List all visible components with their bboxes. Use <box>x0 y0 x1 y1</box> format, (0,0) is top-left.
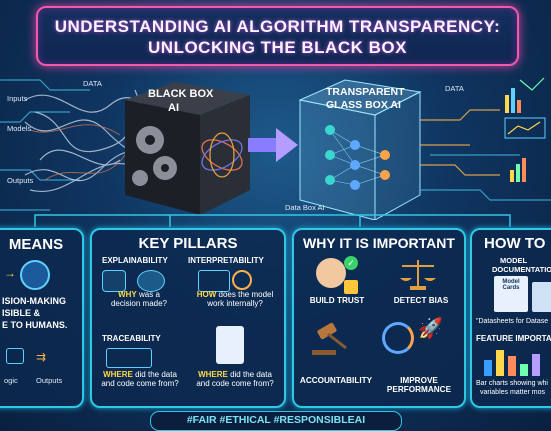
model-cards-document-icon: Model Cards <box>494 276 528 312</box>
why-important-title: WHY IT IS IMPORTANT <box>303 235 455 251</box>
how-to-panel: HOW TO MODEL DOCUMENTATION Model Cards "… <box>470 228 551 408</box>
data-right-label: DATA <box>445 84 464 93</box>
flow-icon <box>106 348 152 368</box>
model-doc-label-1: MODEL <box>500 256 528 265</box>
feature-bar-chart-icon <box>484 350 540 376</box>
means-outputs-label: Outputs <box>36 376 63 385</box>
right-circuit-lines <box>420 109 500 176</box>
scale-icon <box>398 256 438 292</box>
transparent-label: TRANSPARENT <box>326 86 405 98</box>
title-banner: UNDERSTANDING AI ALGORITHM TRANSPARENCY:… <box>36 6 519 66</box>
title-line-2: UNLOCKING THE BLACK BOX <box>148 38 407 57</box>
feature-importance-label: FEATURE IMPORTAN <box>476 334 551 343</box>
key-pillars-panel: KEY PILLARS EXPLAINABILITY INTERPRETABIL… <box>90 228 286 408</box>
mini-bar-chart-icon <box>505 77 545 113</box>
inputs-label: Inputs <box>7 94 28 103</box>
person-icon <box>316 258 346 288</box>
rocket-icon: 🚀 <box>418 318 443 340</box>
hashtags: #FAIR #ETHICAL #RESPONSIBLEAI <box>186 414 366 426</box>
brain-icon <box>137 270 165 292</box>
transformation-arrow <box>248 128 298 162</box>
title-line-1: UNDERSTANDING AI ALGORITHM TRANSPARENCY: <box>54 17 501 36</box>
gear-small-icon <box>232 270 252 290</box>
detect-bias-label: DETECT BIAS <box>393 296 449 305</box>
accountability-label: ACCOUNTABILITY <box>299 376 373 385</box>
arrow-right-icon: → <box>4 266 16 280</box>
globe-icon <box>20 260 50 290</box>
outputs-arrow-icon: ⇉ <box>36 350 47 364</box>
lock-icon <box>344 280 358 294</box>
glass-box-cube <box>298 79 422 220</box>
how-to-title: HOW TO <box>484 235 546 252</box>
check-icon: ✓ <box>344 256 358 270</box>
means-panel: MEANS → ISION-MAKING ISIBLE & E TO HUMAN… <box>0 228 84 408</box>
neural-network-icon <box>325 125 390 190</box>
black-box-label: BLACK BOX <box>148 88 214 100</box>
orbit-lines <box>201 132 243 178</box>
model-doc-label-2: DOCUMENTATION <box>492 265 551 274</box>
logic-icon <box>6 348 24 364</box>
bar-charts-text-1: Bar charts showing whi <box>476 380 548 387</box>
models-label: Models <box>7 124 32 133</box>
tangled-wires <box>24 89 143 193</box>
gavel-icon <box>310 322 354 356</box>
datasheets-label: "Datasheets for Datase <box>476 318 549 325</box>
mini-bars-icon <box>510 158 526 182</box>
improve-performance-label: IMPROVE PERFORMANCE <box>386 376 452 394</box>
pie-chart-icon <box>382 322 414 354</box>
build-trust-label: BUILD TRUST <box>309 296 365 305</box>
mini-line-chart-icon <box>504 117 546 139</box>
traceability-label: TRACEABILITY <box>102 334 161 343</box>
black-box-ai-label: AI <box>168 102 179 114</box>
explainability-label: EXPLAINABILITY <box>102 256 168 265</box>
code-icon <box>198 270 230 292</box>
interpretability-label: INTERPRETABILITY <box>188 256 264 265</box>
black-box-glass-box-illustration <box>0 77 551 220</box>
glass-box-label: GLASS BOX AI <box>326 99 401 111</box>
magnifier-icon <box>102 270 126 292</box>
checklist-icon <box>216 326 244 364</box>
key-pillars-title: KEY PILLARS <box>138 235 238 252</box>
means-text-1: ISION-MAKING <box>2 296 66 306</box>
bar-charts-text-2: variables matter mos <box>480 389 545 396</box>
left-circuit-lines <box>0 79 90 211</box>
hashtag-footer: #FAIR #ETHICAL #RESPONSIBLEAI <box>150 411 402 431</box>
means-text-2: ISIBLE & <box>2 308 41 318</box>
data-box-label: Data Box AI <box>285 203 325 212</box>
datasheet-icon <box>532 282 551 312</box>
why-important-panel: WHY IT IS IMPORTANT ✓ BUILD TRUST DETECT… <box>292 228 466 408</box>
outputs-label: Outputs <box>7 176 34 185</box>
connector-lines <box>34 214 511 227</box>
gear-icon <box>132 126 177 186</box>
means-text-3: E TO HUMANS. <box>2 320 68 330</box>
means-logic-label: ogic <box>4 376 18 385</box>
means-title: MEANS <box>8 236 64 253</box>
data-left-label: DATA <box>83 79 102 88</box>
